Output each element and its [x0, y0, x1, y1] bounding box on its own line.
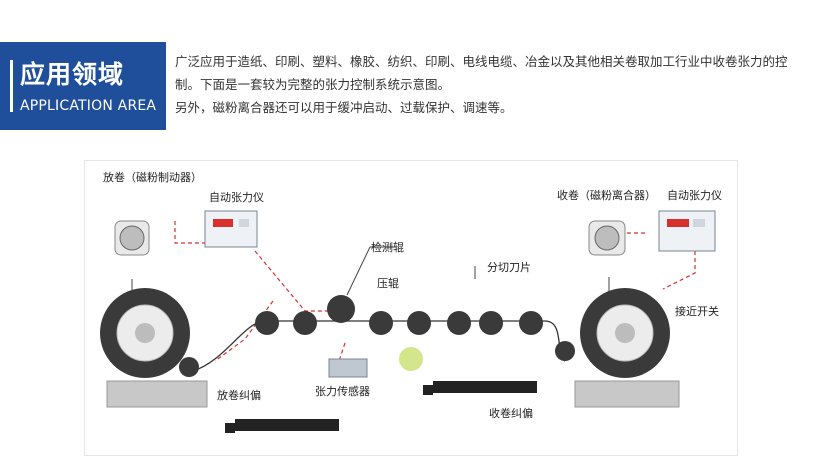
unwind-correction-device [225, 419, 339, 433]
banner-divider [10, 60, 13, 112]
label-tension-sensor: 张力传感器 [315, 385, 370, 398]
label-rewind-correction: 收卷纠偏 [489, 407, 533, 420]
label-pressure-roller: 压辊 [377, 277, 399, 290]
label-slitting-knife: 分切刀片 [487, 261, 531, 274]
intro-paragraph-2: 另外，磁粉离合器还可以用于缓冲启动、过载保护、调速等。 [175, 100, 513, 115]
label-auto-tension-right: 自动张力仪 [667, 189, 722, 202]
magnetic-clutch [588, 220, 626, 256]
magnetic-brake [114, 220, 150, 256]
label-proximity-switch: 接近开关 [675, 305, 719, 318]
rewind-roll [574, 288, 680, 408]
label-rewind: 收卷（磁粉离合器） [557, 189, 656, 202]
section-title-en: APPLICATION AREA [20, 98, 157, 114]
section-title-cn: 应用领域 [20, 60, 125, 89]
diagram-drawing [100, 210, 716, 433]
process-rollers [179, 295, 575, 377]
rewind-correction-device [423, 381, 537, 395]
tension-controller-left [204, 210, 258, 248]
section-banner: 应用领域 APPLICATION AREA [0, 42, 166, 130]
label-detection-roller: 检测辊 [371, 241, 404, 254]
label-auto-tension-left: 自动张力仪 [209, 191, 264, 204]
intro-paragraph-1: 广泛应用于造纸、印刷、塑料、橡胶、纺织、印刷、电线电缆、冶金以及其他相关卷取加工… [175, 54, 788, 92]
tension-controller-right [658, 210, 716, 252]
label-unwind: 放卷（磁粉制动器） [103, 171, 202, 184]
unwind-roll [100, 288, 208, 408]
tension-sensor-device [328, 358, 368, 378]
intro-text: 广泛应用于造纸、印刷、塑料、橡胶、纺织、印刷、电线电缆、冶金以及其他相关卷取加工… [175, 50, 807, 119]
tension-control-diagram: 放卷（磁粉制动器） 自动张力仪 检测辊 压辊 分切刀片 收卷（磁粉离合器） 自动… [84, 160, 738, 456]
label-unwind-correction: 放卷纠偏 [217, 389, 261, 402]
